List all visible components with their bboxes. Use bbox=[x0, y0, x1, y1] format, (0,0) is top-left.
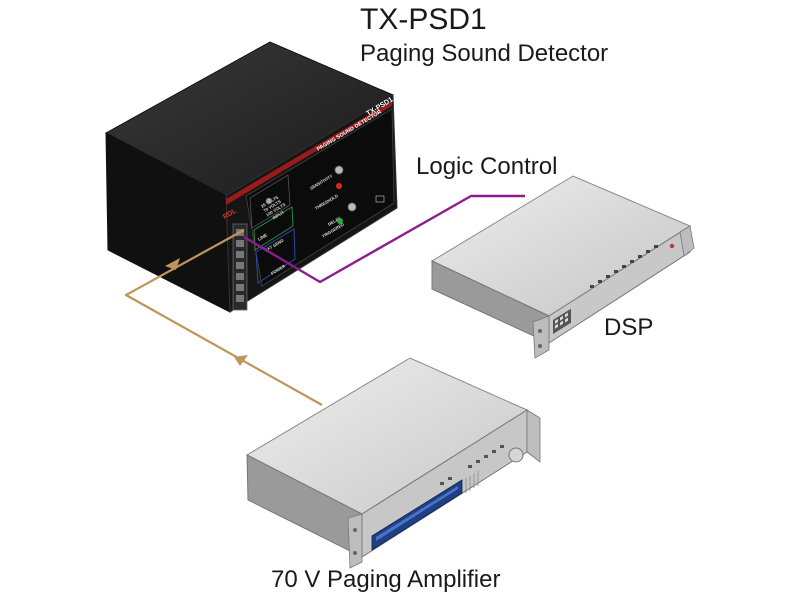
dsp-status-led bbox=[669, 243, 675, 249]
terminal-6[interactable] bbox=[236, 284, 244, 291]
terminal-4[interactable] bbox=[236, 262, 244, 269]
amplifier-device bbox=[245, 357, 541, 569]
dsp-button-row bbox=[590, 245, 658, 288]
amp-vent bbox=[465, 471, 479, 493]
terminal-5[interactable] bbox=[236, 273, 244, 280]
audio-arrow-1 bbox=[234, 355, 248, 366]
diagram-subtitle: Paging Sound Detector bbox=[360, 40, 609, 67]
audio-wire bbox=[124, 229, 323, 406]
audio-arrow-2 bbox=[165, 258, 180, 270]
panel-delay: DELAY bbox=[327, 215, 342, 227]
delay-knob[interactable] bbox=[347, 202, 357, 212]
triggered-led bbox=[337, 218, 343, 224]
amp-rack-hole-1 bbox=[353, 528, 357, 532]
amp-button-row bbox=[440, 445, 504, 485]
dsp-rack-ear-right bbox=[679, 225, 695, 257]
logic-control-label: Logic Control bbox=[416, 153, 558, 180]
amp-rack-hole-2 bbox=[353, 551, 357, 555]
amp-rack-ear bbox=[347, 513, 363, 569]
threshold-led bbox=[336, 183, 342, 189]
dsp-label: DSP bbox=[604, 314, 654, 341]
dsp-device bbox=[430, 175, 695, 359]
terminal-7[interactable] bbox=[236, 295, 244, 302]
input-selector-knob[interactable] bbox=[265, 197, 273, 205]
logic-control-wire bbox=[243, 194, 525, 284]
amp-rack-ear-right bbox=[526, 409, 541, 463]
panel-line: LINE bbox=[257, 232, 268, 241]
power-box bbox=[255, 228, 296, 284]
panel-input-label: INPUT bbox=[272, 210, 286, 221]
input-box bbox=[249, 174, 291, 229]
ce-mark bbox=[375, 195, 385, 203]
diagram-title: TX-PSD1 bbox=[360, 3, 487, 36]
tx-psd1-device: RDL TX-PSD1 PAGING SOUND DETECTOR 25 VOL… bbox=[104, 41, 398, 313]
dsp-rack-ear bbox=[532, 315, 550, 359]
amplifier-label: 70 V Paging Amplifier bbox=[271, 566, 501, 593]
dsp-rack-hole-1 bbox=[538, 329, 542, 333]
tx-psd1-red-strip bbox=[226, 101, 392, 205]
sensitivity-knob[interactable] bbox=[334, 165, 344, 175]
terminal-2[interactable] bbox=[236, 240, 244, 247]
terminal-3[interactable] bbox=[236, 251, 244, 258]
dsp-rack-hole-2 bbox=[538, 344, 542, 348]
amp-volume-knob[interactable] bbox=[508, 447, 524, 463]
amp-display-shine bbox=[376, 486, 458, 541]
dsp-keypad bbox=[553, 308, 571, 334]
